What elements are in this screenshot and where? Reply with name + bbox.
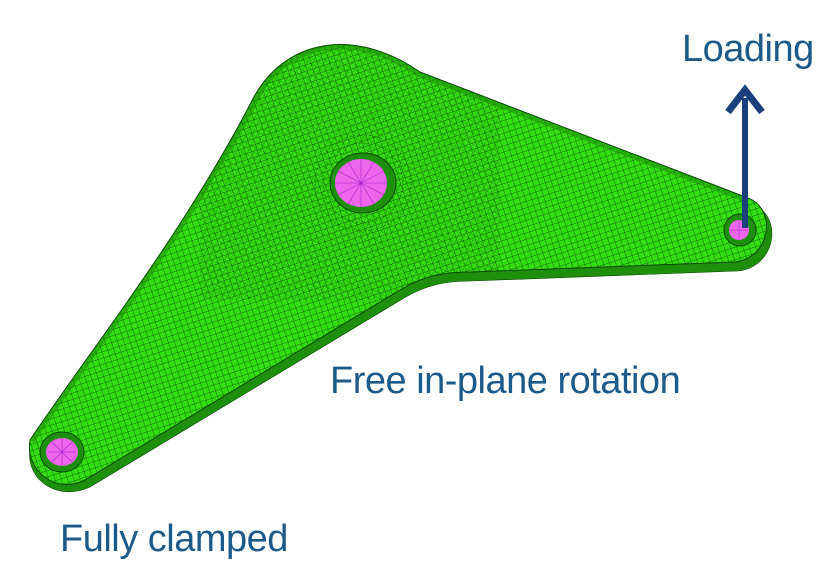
right-hole <box>723 213 757 247</box>
arrow-up-icon <box>725 84 765 228</box>
left-hole <box>39 431 85 473</box>
radial-spokes-icon <box>335 159 387 207</box>
free-rotation-label: Free in-plane rotation <box>330 360 681 402</box>
loading-label: Loading <box>682 28 814 70</box>
fully-clamped-label: Fully clamped <box>60 518 288 560</box>
center-hole <box>329 152 397 214</box>
